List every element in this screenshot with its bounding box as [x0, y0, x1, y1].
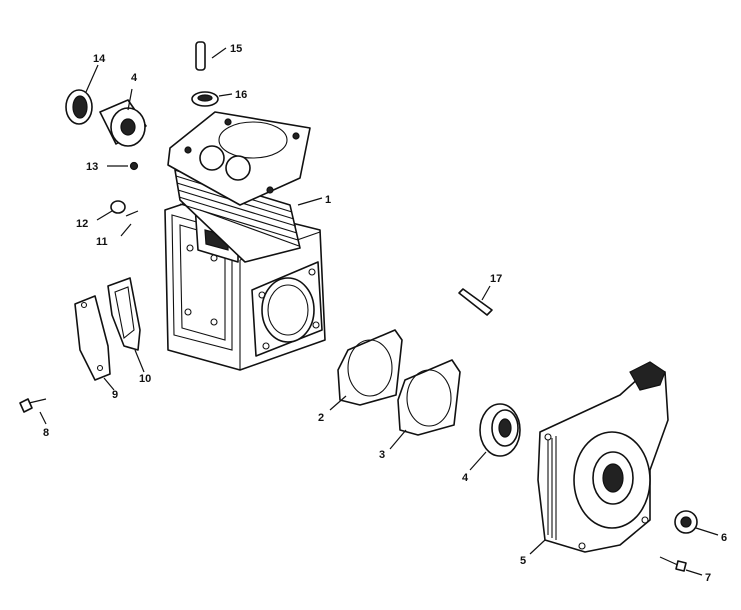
callout-3: 3	[379, 449, 385, 461]
gasket-10	[107, 277, 141, 351]
callout-8: 8	[43, 427, 49, 439]
callout-9: 9	[112, 389, 118, 401]
bolt-8	[19, 398, 47, 413]
washer-12	[110, 200, 126, 214]
callout-7: 7	[705, 572, 711, 584]
cylinder-fins	[174, 169, 301, 263]
callout-15: 15	[230, 43, 242, 55]
callout-4-upper: 4	[131, 72, 138, 84]
dowel-pin-15	[195, 41, 206, 71]
callout-5: 5	[520, 555, 526, 567]
ball-13	[129, 161, 139, 171]
callout-17: 17	[490, 273, 502, 285]
bolt-7	[659, 556, 687, 572]
callout-11: 11	[96, 236, 108, 248]
bearing-4-lower	[479, 403, 521, 457]
seal-ring-16	[191, 91, 219, 107]
gasket-3	[397, 359, 461, 436]
pin-11	[125, 210, 139, 217]
dowel-pin-17	[458, 288, 493, 316]
oil-seal-6	[674, 510, 698, 534]
bearing-plate-5	[537, 361, 669, 553]
callout-16: 16	[235, 89, 247, 101]
cylinder-block	[164, 111, 326, 371]
callout-6: 6	[721, 532, 727, 544]
oil-seal-14	[65, 89, 93, 125]
callout-14: 14	[93, 53, 106, 65]
gasket-2	[337, 329, 403, 406]
callout-4-lower: 4	[462, 472, 469, 484]
callout-1: 1	[325, 194, 331, 206]
callout-12: 12	[76, 218, 88, 230]
callout-13: 13	[86, 161, 98, 173]
callout-10: 10	[139, 373, 151, 385]
callout-labels: 1 2 3 4 4 5 6 7 8 9 10 11 12 13 14 15 16…	[43, 43, 727, 584]
callout-2: 2	[318, 412, 324, 424]
leader-lines	[39, 47, 719, 576]
cover-plate-9	[74, 295, 111, 381]
bearing-4-upper	[99, 99, 147, 147]
